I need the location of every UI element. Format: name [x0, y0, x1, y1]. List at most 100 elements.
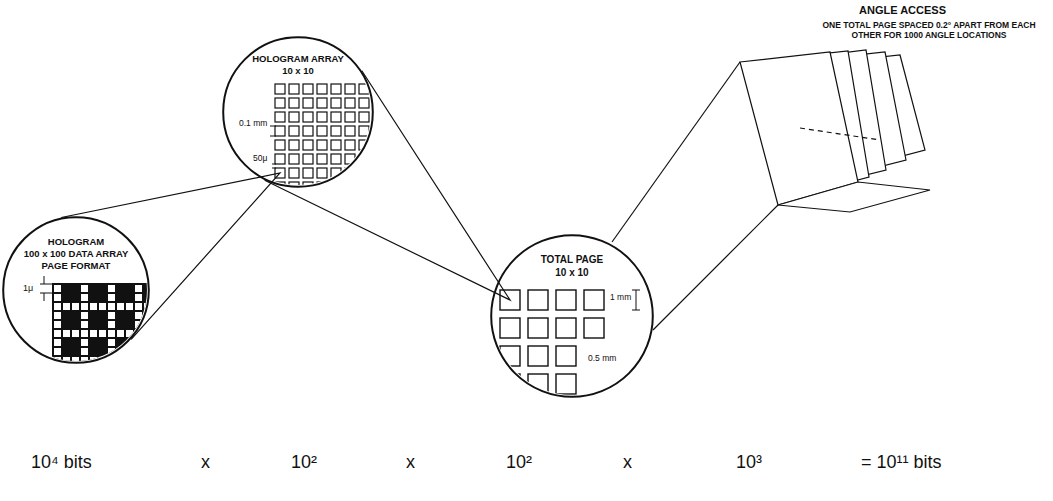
data-bit [81, 294, 88, 301]
hologram-cell [359, 126, 369, 136]
circle-heading: TOTAL PAGE [517, 254, 627, 267]
hologram-cell [317, 140, 327, 150]
hologram-cell [275, 126, 285, 136]
hologram-cell [275, 154, 285, 164]
hologram-cell [303, 168, 313, 178]
data-bit [81, 285, 88, 292]
data-bit [81, 321, 88, 328]
circle-caption: 10 x 10 [246, 65, 350, 77]
data-bit [99, 303, 106, 310]
data-bit [135, 312, 142, 319]
data-bit [108, 321, 115, 328]
checker-ground [52, 283, 152, 365]
hologram-cell [331, 140, 341, 150]
page-grid [500, 290, 604, 394]
hologram-cell [275, 112, 285, 122]
angle-note: ONE TOTAL PAGE SPACED 0.2° APART FROM EA… [812, 20, 1046, 40]
data-bit [117, 303, 124, 310]
page-cell [556, 318, 576, 338]
circle-border [223, 37, 373, 187]
data-bit [90, 330, 97, 337]
data-array-checkerboard [52, 283, 152, 365]
hologram-cell [345, 126, 355, 136]
data-bit [63, 303, 70, 310]
circle-caption: 10 x 10 [517, 267, 627, 280]
data-bit [126, 357, 133, 364]
capacity-term: 10³ [735, 452, 763, 474]
hologram-cell [303, 154, 313, 164]
zoom-circle: HOLOGRAM ARRAY10 x 10 [222, 36, 374, 188]
hologram-cell [289, 98, 299, 108]
hologram-cell [359, 182, 369, 192]
hologram-cell [303, 112, 313, 122]
hologram-cell [303, 84, 313, 94]
hologram-cell [289, 112, 299, 122]
data-bit [144, 357, 151, 364]
hologram-cell [289, 126, 299, 136]
page-cell [556, 374, 576, 394]
data-bit [72, 303, 79, 310]
page-cell [584, 290, 604, 310]
page-cell [556, 346, 576, 366]
data-bit [81, 312, 88, 319]
page-cell [528, 346, 548, 366]
circle-heading: HOLOGRAM [14, 236, 138, 248]
data-bit [63, 330, 70, 337]
hologram-cell [317, 84, 327, 94]
data-bit [54, 294, 61, 301]
data-bit [99, 330, 106, 337]
hologram-cell [331, 98, 341, 108]
data-bit [54, 303, 61, 310]
data-bit [54, 285, 61, 292]
page-cell [500, 374, 520, 394]
hologram-cell [289, 140, 299, 150]
hologram-cell [331, 182, 341, 192]
hologram-cell [345, 182, 355, 192]
capacity-term: 10⁴ bits [30, 452, 93, 474]
hologram-cell [359, 154, 369, 164]
hologram-cell [317, 112, 327, 122]
data-bit [81, 339, 88, 346]
capacity-term: x [200, 452, 211, 474]
hologram-cell [303, 126, 313, 136]
data-bit [90, 303, 97, 310]
dimension-label: 0.5 mm [587, 353, 617, 363]
dimension-label: 1μ [22, 283, 34, 294]
hologram-cell [303, 98, 313, 108]
hologram-cell [359, 168, 369, 178]
data-bit [135, 357, 142, 364]
hologram-cell [275, 84, 285, 94]
data-bit [54, 330, 61, 337]
hologram-cell [289, 84, 299, 94]
page-cell [556, 290, 576, 310]
hologram-cell [317, 168, 327, 178]
data-bit [135, 339, 142, 346]
hologram-cell [345, 140, 355, 150]
page-stack [740, 50, 930, 212]
hologram-cell [275, 98, 285, 108]
capacity-term: x [622, 452, 633, 474]
data-bit [54, 348, 61, 355]
page-cell [500, 346, 520, 366]
data-bit [144, 330, 151, 337]
page-cell [528, 290, 548, 310]
data-bit [108, 312, 115, 319]
dimension-label: 50μ [252, 153, 268, 163]
data-bit [126, 303, 133, 310]
data-bit [108, 357, 115, 364]
data-bit [54, 339, 61, 346]
hologram-cell [345, 84, 355, 94]
hologram-cell [317, 154, 327, 164]
dimension-label: 1 mm [609, 292, 632, 302]
data-bit [108, 330, 115, 337]
capacity-term: 10² [290, 452, 318, 474]
capacity-term: 10² [505, 452, 533, 474]
hologram-cell [303, 140, 313, 150]
hologram-cell [331, 126, 341, 136]
data-bit [117, 357, 124, 364]
circle-heading: HOLOGRAM ARRAY [246, 53, 350, 65]
circle-caption: 100 x 100 DATA ARRAY PAGE FORMAT [14, 248, 138, 272]
hologram-cell [345, 98, 355, 108]
